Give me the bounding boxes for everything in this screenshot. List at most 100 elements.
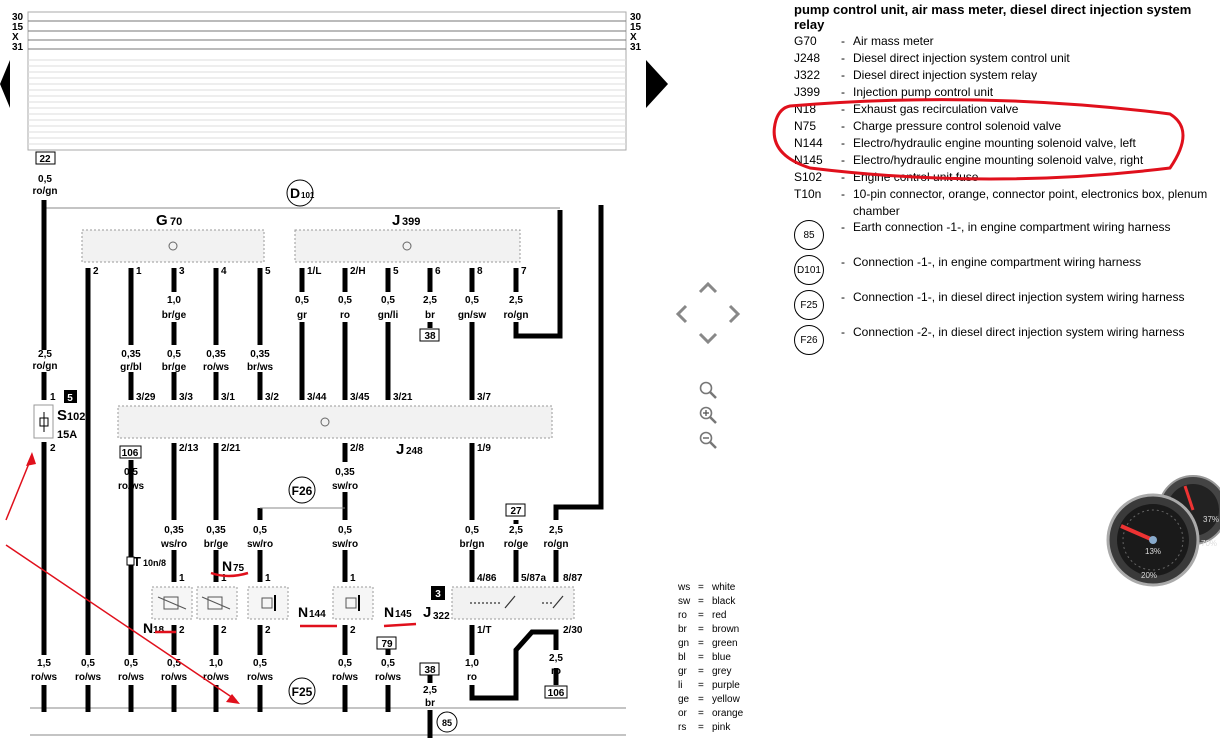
legend-connection-desc: Earth connection -1-, in engine compartm… [853, 220, 1171, 234]
pan-down-icon[interactable] [698, 332, 718, 345]
color-code-row: gr=grey [678, 666, 732, 677]
svg-text:br: br [425, 310, 435, 321]
valve-n75 [196, 586, 238, 620]
n18-label: N [143, 620, 153, 636]
cpu-gauge-gadget[interactable]: 37% 70% 13% 20% [1105, 470, 1220, 590]
svg-text:2: 2 [265, 625, 271, 636]
svg-text:ro/gn: ro/gn [33, 361, 58, 372]
rail-label-31-right: 31 [630, 42, 642, 53]
svg-text:1/T: 1/T [477, 625, 491, 636]
gauge-pct-4: 20% [1141, 571, 1157, 580]
svg-text:2: 2 [50, 443, 56, 454]
svg-text:0,35: 0,35 [206, 525, 226, 536]
svg-text:ro/ws: ro/ws [161, 672, 188, 683]
svg-text:3/29: 3/29 [136, 392, 156, 403]
svg-text:0,5: 0,5 [38, 174, 52, 185]
svg-text:ro/gn: ro/gn [544, 539, 569, 550]
svg-text:br/gn: br/gn [460, 539, 485, 550]
svg-text:1: 1 [350, 573, 356, 584]
svg-text:ro/ws: ro/ws [203, 362, 230, 373]
svg-text:ro/ws: ro/ws [375, 672, 402, 683]
next-page-arrow-icon[interactable] [646, 60, 668, 108]
color-code-row: li=purple [678, 680, 740, 691]
g70-sub: 70 [170, 216, 182, 228]
j248-sub: 248 [406, 446, 423, 457]
previous-page-arrow-icon[interactable] [0, 60, 10, 108]
svg-text:1,0: 1,0 [209, 658, 223, 669]
svg-text:0,5: 0,5 [124, 467, 138, 478]
svg-text:1: 1 [179, 573, 185, 584]
svg-text:ro/ws: ro/ws [75, 672, 102, 683]
svg-text:br/ge: br/ge [162, 362, 187, 373]
j248-label: J [396, 441, 404, 458]
svg-text:2/30: 2/30 [563, 625, 583, 636]
color-code-row: ro=red [678, 610, 727, 621]
svg-text:1: 1 [136, 266, 142, 277]
svg-text:0,35: 0,35 [335, 467, 355, 478]
svg-text:br: br [425, 698, 435, 709]
svg-text:4: 4 [221, 266, 227, 277]
circle-f26: F26 [292, 484, 313, 498]
svg-text:sw/ro: sw/ro [247, 539, 273, 550]
svg-text:br/ge: br/ge [204, 539, 229, 550]
svg-text:0,5: 0,5 [81, 658, 95, 669]
svg-text:ro: ro [551, 666, 561, 677]
svg-text:7: 7 [521, 266, 527, 277]
legend-title: pump control unit, air mass meter, diese… [794, 2, 1192, 32]
legend-circle: 85 [794, 220, 824, 250]
t10n-sub: 10n/8 [143, 558, 166, 568]
svg-text:gr/bl: gr/bl [120, 362, 142, 373]
svg-text:0,5: 0,5 [465, 295, 479, 306]
svg-text:ro/ws: ro/ws [247, 672, 274, 683]
svg-text:2,5: 2,5 [509, 525, 523, 536]
svg-text:0,35: 0,35 [206, 349, 226, 360]
svg-text:br/ge: br/ge [162, 310, 187, 321]
svg-text:1/9: 1/9 [477, 443, 491, 454]
zoom-icon[interactable] [698, 380, 718, 400]
svg-text:6: 6 [435, 266, 441, 277]
j322-sub: 322 [433, 611, 450, 622]
pin-labels: 1 2 2 1 3 4 5 1/L 2/H 5 6 8 7 3/29 3/3 3… [50, 266, 583, 636]
j248-box [117, 405, 553, 439]
svg-text:5/87a: 5/87a [521, 573, 546, 584]
rail-label-x-right: X [630, 32, 637, 43]
svg-text:ro/ws: ro/ws [31, 672, 58, 683]
rail-label-30: 30 [12, 12, 24, 23]
svg-text:2: 2 [221, 625, 227, 636]
circle-d101-sub: 101 [301, 191, 315, 200]
svg-text:5: 5 [265, 266, 271, 277]
svg-text:0,5: 0,5 [124, 658, 138, 669]
svg-text:1,0: 1,0 [167, 295, 181, 306]
color-code-row: or=orange [678, 708, 744, 719]
pan-left-icon[interactable] [675, 304, 688, 324]
n75-sub: 75 [233, 563, 245, 574]
pan-up-icon[interactable] [698, 281, 718, 294]
zoom-out-icon[interactable] [698, 430, 718, 450]
svg-text:gr: gr [297, 310, 307, 321]
svg-text:ro/ws: ro/ws [332, 672, 359, 683]
svg-text:1: 1 [50, 392, 56, 403]
ref-22: 22 [39, 154, 51, 165]
svg-text:ws/ro: ws/ro [160, 539, 187, 550]
legend-circle: F26 [794, 325, 824, 355]
svg-text:2,5: 2,5 [509, 295, 523, 306]
svg-text:0,35: 0,35 [164, 525, 184, 536]
svg-text:0,5: 0,5 [253, 525, 267, 536]
gauge-pct-1: 37% [1203, 515, 1219, 524]
legend-circle: D101 [794, 255, 824, 285]
svg-text:ro/ws: ro/ws [203, 672, 230, 683]
color-code-list: ws=white sw=black ro=red br=brown gn=gre… [678, 581, 743, 735]
pan-right-icon[interactable] [728, 304, 741, 324]
rail-label-15: 15 [12, 22, 24, 33]
color-code-row: ge=yellow [678, 694, 740, 705]
svg-text:ro: ro [467, 672, 477, 683]
s102-sub: 102 [67, 411, 85, 423]
svg-text:3/45: 3/45 [350, 392, 370, 403]
zoom-in-icon[interactable] [698, 405, 718, 425]
svg-text:2,5: 2,5 [423, 295, 437, 306]
pan-control [675, 281, 741, 345]
svg-text:8: 8 [477, 266, 483, 277]
svg-text:3: 3 [179, 266, 185, 277]
color-code-row: sw=black [678, 596, 736, 607]
valve-n145 [332, 586, 374, 620]
